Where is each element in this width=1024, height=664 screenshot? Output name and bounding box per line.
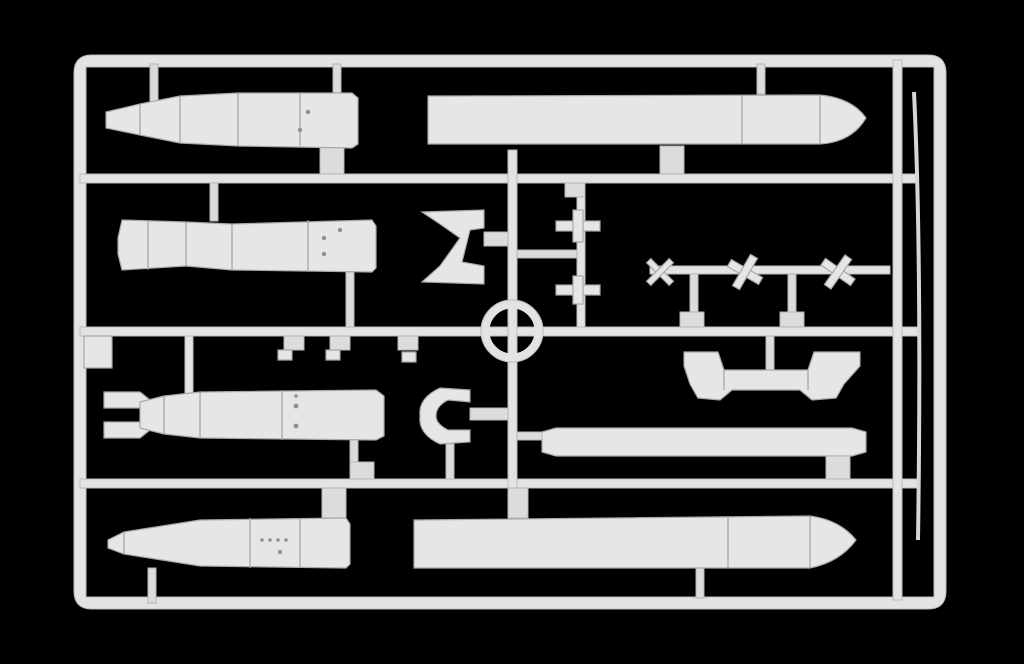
bomb-rack	[683, 335, 861, 401]
sprue-frame	[73, 54, 947, 610]
tail-ring-center	[419, 387, 509, 480]
side-rail-right	[912, 91, 922, 541]
torpedo-half-bottom-left	[107, 487, 351, 604]
bomb-tail-half-top-left	[105, 63, 359, 175]
propeller-set-center	[516, 182, 601, 305]
fuel-tank-top-right	[427, 63, 867, 175]
pylon-bar	[516, 427, 867, 480]
propeller-x4	[645, 253, 891, 328]
tail-bracket-mid	[420, 209, 509, 285]
small-clips-mid	[83, 335, 419, 369]
bomb-tail-half-mid-left	[117, 182, 377, 328]
bomb-finned-lower-left	[103, 389, 385, 480]
torpedo-half-bottom-right	[413, 487, 857, 599]
sprue-ring	[480, 299, 544, 363]
